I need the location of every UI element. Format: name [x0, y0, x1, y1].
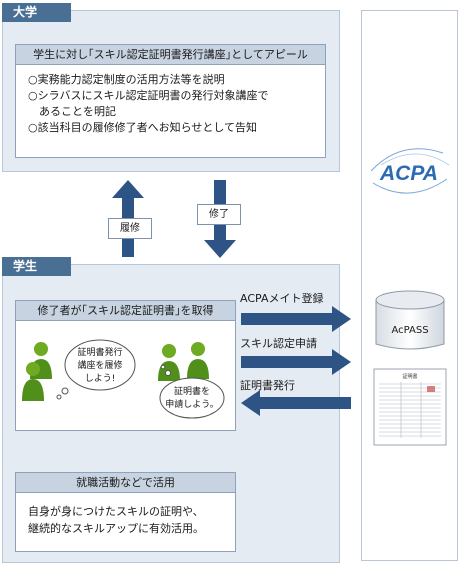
acpass-label: AcPASS — [391, 325, 428, 336]
job-hunting-box-title: 就職活動などで活用 — [16, 473, 235, 493]
job-hunting-line: 自身が身につけたスキルの証明や、 — [28, 505, 204, 518]
university-item-list: ○実務能力認定制度の活用方法等を説明 ○シラバスにスキル認定証明書の発行対象講座… — [16, 65, 325, 136]
student-tab: 学生 — [2, 257, 71, 276]
university-item: あることを明記 — [28, 105, 116, 118]
bubble1-line: 講座を履修 — [77, 359, 122, 371]
university-item: ○シラバスにスキル認定証明書の発行対象講座で — [28, 89, 269, 102]
acpass-database: AcPASS — [375, 290, 445, 350]
university-box-title: 学生に対し｢スキル認定証明書発行講座｣としてアピール — [16, 45, 325, 65]
student-person-icon — [22, 362, 44, 401]
speech-bubble: 証明書を 申請しよう。 — [159, 364, 225, 419]
register-flow-label: ACPAメイト登録 — [240, 292, 324, 305]
certificate-document-icon: 証明書 — [373, 368, 447, 446]
acquisition-box: 修了者が｢スキル認定証明書｣を取得 証明書発行 講座を履修 しよう! — [15, 300, 236, 431]
student-person-icon — [187, 342, 209, 379]
logo-swoosh-icon — [370, 148, 444, 172]
students-illustration: 証明書発行 講座を履修 しよう! 証明書を 申請しよう。 — [22, 339, 225, 419]
down-arrow-label: 修了 — [197, 204, 241, 225]
university-tab: 大学 — [2, 3, 71, 22]
university-item: ○実務能力認定制度の活用方法等を説明 — [28, 73, 225, 86]
acpa-logo-text: ACPA — [379, 162, 438, 185]
bubble1-line: 証明書発行 — [77, 346, 122, 358]
job-hunting-box: 就職活動などで活用 自身が身につけたスキルの証明や、 継続的なスキルアップに有効… — [15, 472, 236, 552]
certificate-document-title: 証明書 — [402, 373, 417, 380]
speech-bubble: 証明書発行 講座を履修 しよう! — [56, 339, 136, 400]
job-hunting-line: 継続的なスキルアップに有効活用。 — [28, 522, 204, 535]
job-hunting-description: 自身が身につけたスキルの証明や、 継続的なスキルアップに有効活用。 — [16, 493, 235, 537]
bubble2-line: 申請しよう。 — [165, 398, 218, 410]
acquisition-box-title: 修了者が｢スキル認定証明書｣を取得 — [16, 301, 235, 321]
university-box: 学生に対し｢スキル認定証明書発行講座｣としてアピール ○実務能力認定制度の活用方… — [15, 44, 326, 158]
acpa-panel — [361, 10, 458, 561]
apply-flow-label: スキル認定申請 — [240, 337, 317, 350]
acpa-logo: ACPA — [370, 148, 450, 194]
bubble2-line: 証明書を — [174, 385, 210, 397]
issue-flow-label: 証明書発行 — [240, 379, 295, 392]
up-arrow-label: 履修 — [108, 218, 152, 239]
bubble1-line: しよう! — [85, 373, 116, 384]
university-item: ○該当科目の履修修了者へお知らせとして告知 — [28, 121, 258, 134]
